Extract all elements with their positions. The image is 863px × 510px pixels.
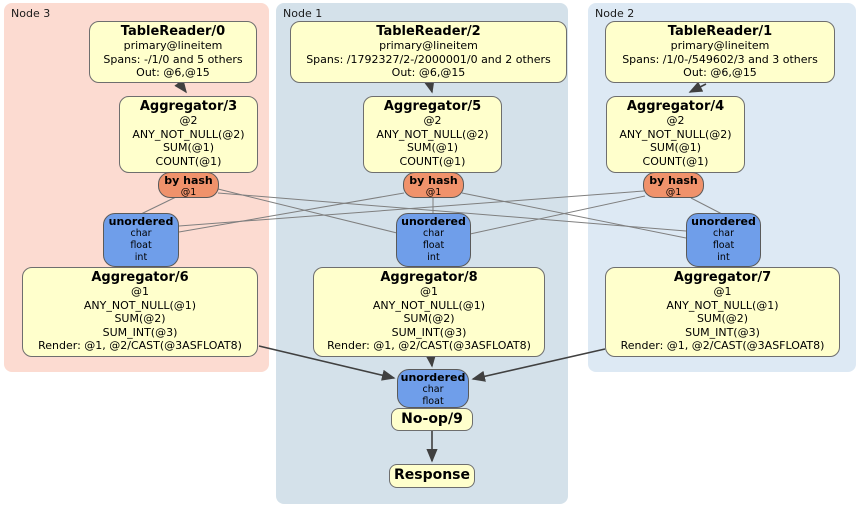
node-detail: Spans: -/1/0 and 5 others bbox=[103, 52, 243, 66]
node-title: Aggregator/6 bbox=[91, 270, 189, 285]
node-response: Response bbox=[389, 464, 475, 488]
sync-detail: char bbox=[423, 228, 444, 239]
sync-detail: float bbox=[712, 240, 735, 251]
region-label-node2: Node 2 bbox=[595, 7, 635, 20]
sync-title: unordered bbox=[401, 215, 466, 228]
node-detail: Spans: /1/0-/549602/3 and 3 others bbox=[622, 52, 818, 66]
sync-detail: int bbox=[427, 252, 440, 263]
node-detail: @1 bbox=[131, 285, 149, 298]
node-detail: COUNT(@1) bbox=[399, 154, 466, 168]
node-detail: SUM(@1) bbox=[649, 141, 702, 154]
node-aggregator-6: Aggregator/6 @1 ANY_NOT_NULL(@1) SUM(@2)… bbox=[22, 267, 258, 357]
sync-unordered-node1: unordered char float int bbox=[396, 213, 471, 267]
router-by-hash-5: by hash @1 bbox=[403, 172, 464, 198]
node-title: TableReader/0 bbox=[120, 24, 226, 39]
sync-detail: char bbox=[130, 228, 152, 239]
node-detail: ANY_NOT_NULL(@1) bbox=[666, 298, 779, 312]
sync-detail: float bbox=[422, 396, 444, 407]
node-detail: Render: @1, @2/CAST(@3ASFLOAT8) bbox=[38, 339, 242, 352]
sync-detail: int bbox=[717, 252, 730, 263]
node-detail: @2 bbox=[179, 114, 198, 127]
node-detail: @2 bbox=[423, 114, 442, 127]
node-title: Aggregator/7 bbox=[673, 270, 772, 285]
node-title: TableReader/1 bbox=[667, 24, 773, 39]
node-aggregator-7: Aggregator/7 @1 ANY_NOT_NULL(@1) SUM(@2)… bbox=[605, 267, 840, 357]
node-title: Aggregator/5 bbox=[383, 99, 482, 114]
node-detail: Render: @1, @2/CAST(@3ASFLOAT8) bbox=[327, 339, 531, 352]
node-detail: primary@lineitem bbox=[123, 39, 223, 52]
node-detail: Out: @6,@15 bbox=[136, 66, 210, 79]
node-detail: SUM_INT(@3) bbox=[102, 325, 178, 339]
node-detail: Out: @6,@15 bbox=[391, 66, 466, 79]
node-detail: COUNT(@1) bbox=[155, 154, 222, 168]
node-title: Response bbox=[393, 467, 471, 483]
router-by-hash-4: by hash @1 bbox=[643, 172, 704, 198]
node-tablereader-1: TableReader/1 primary@lineitem Spans: /1… bbox=[605, 21, 835, 83]
node-title: Aggregator/3 bbox=[139, 99, 238, 114]
node-title: TableReader/2 bbox=[376, 24, 481, 39]
node-detail: Spans: /1792327/2-/2000001/0 and 2 other… bbox=[306, 52, 551, 66]
node-title: Aggregator/4 bbox=[626, 99, 725, 114]
node-detail: SUM(@2) bbox=[114, 312, 166, 325]
node-detail: ANY_NOT_NULL(@2) bbox=[376, 127, 489, 141]
node-detail: ANY_NOT_NULL(@2) bbox=[132, 127, 245, 141]
router-title: by hash bbox=[649, 174, 698, 187]
node-detail: SUM(@1) bbox=[406, 141, 459, 154]
node-noop-9: No-op/9 bbox=[391, 408, 473, 431]
sync-title: unordered bbox=[400, 371, 466, 384]
node-detail: ANY_NOT_NULL(@2) bbox=[619, 127, 732, 141]
sync-unordered-node3: unordered char float int bbox=[103, 213, 179, 267]
node-tablereader-2: TableReader/2 primary@lineitem Spans: /1… bbox=[290, 21, 567, 83]
node-detail: @2 bbox=[666, 114, 685, 127]
node-title: No-op/9 bbox=[401, 411, 463, 427]
router-detail: @1 bbox=[665, 187, 682, 198]
node-title: Aggregator/8 bbox=[380, 270, 478, 285]
sync-detail: int bbox=[134, 252, 148, 263]
node-detail: ANY_NOT_NULL(@1) bbox=[83, 298, 197, 312]
router-detail: @1 bbox=[425, 187, 442, 198]
node-detail: SUM_INT(@3) bbox=[685, 325, 760, 339]
router-detail: @1 bbox=[180, 187, 197, 198]
node-aggregator-8: Aggregator/8 @1 ANY_NOT_NULL(@1) SUM(@2)… bbox=[313, 267, 545, 357]
node-detail: @1 bbox=[420, 285, 438, 298]
sync-detail: char bbox=[713, 228, 734, 239]
node-detail: Out: @6,@15 bbox=[683, 66, 757, 79]
node-detail: SUM(@2) bbox=[696, 312, 749, 325]
sync-unordered-node2: unordered char float int bbox=[686, 213, 761, 267]
sync-title: unordered bbox=[691, 215, 756, 228]
node-detail: @1 bbox=[713, 285, 732, 298]
node-tablereader-0: TableReader/0 primary@lineitem Spans: -/… bbox=[89, 21, 257, 83]
sync-detail: float bbox=[422, 240, 445, 251]
node-detail: ANY_NOT_NULL(@1) bbox=[372, 298, 486, 312]
node-detail: Render: @1, @2/CAST(@3ASFLOAT8) bbox=[620, 339, 825, 352]
sync-detail: float bbox=[130, 240, 152, 251]
sync-title: unordered bbox=[108, 215, 174, 228]
node-detail: SUM_INT(@3) bbox=[391, 325, 467, 339]
node-aggregator-3: Aggregator/3 @2 ANY_NOT_NULL(@2) SUM(@1)… bbox=[119, 96, 258, 173]
region-label-node1: Node 1 bbox=[283, 7, 323, 20]
node-detail: SUM(@1) bbox=[162, 141, 215, 154]
node-detail: SUM(@2) bbox=[403, 312, 455, 325]
region-label-node3: Node 3 bbox=[11, 7, 51, 20]
node-detail: primary@lineitem bbox=[379, 39, 478, 52]
node-aggregator-5: Aggregator/5 @2 ANY_NOT_NULL(@2) SUM(@1)… bbox=[363, 96, 502, 173]
router-title: by hash bbox=[164, 174, 213, 187]
router-title: by hash bbox=[409, 174, 458, 187]
node-detail: primary@lineitem bbox=[670, 39, 770, 52]
sync-detail: char bbox=[422, 384, 444, 395]
router-by-hash-3: by hash @1 bbox=[158, 172, 219, 198]
node-detail: COUNT(@1) bbox=[642, 154, 709, 168]
sync-unordered-final: unordered char float bbox=[397, 369, 469, 408]
node-aggregator-4: Aggregator/4 @2 ANY_NOT_NULL(@2) SUM(@1)… bbox=[606, 96, 745, 173]
